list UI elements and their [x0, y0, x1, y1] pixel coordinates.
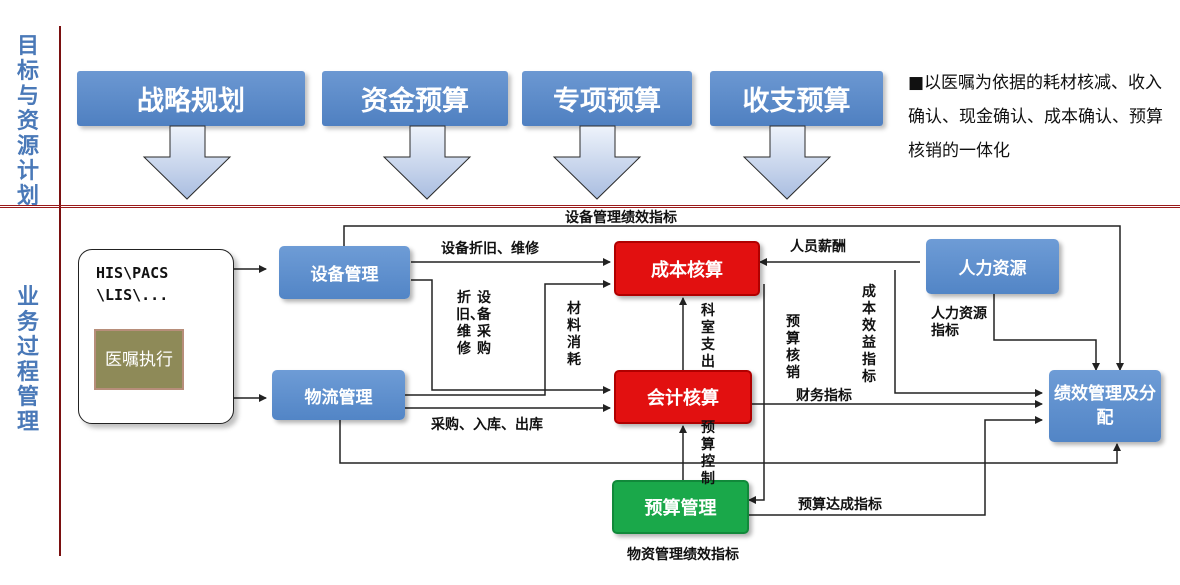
label-material-consumption: 材料消耗 [567, 301, 581, 368]
down-arrow-icon [382, 125, 472, 200]
plan-strategy[interactable]: 战略规划 [77, 71, 305, 126]
label-budget-achieve: 预算达成指标 [798, 497, 882, 513]
horizontal-divider [0, 205, 1180, 208]
label-cost-benefit: 成本效益指标 [862, 284, 876, 385]
cost-accounting-box[interactable]: 成本核算 [614, 241, 760, 296]
label-equipment-purchase: 设备采购 [477, 290, 491, 357]
down-arrow-icon [742, 125, 832, 200]
label-dept-expense: 科室支出 [701, 303, 715, 370]
budget-management-box[interactable]: 预算管理 [612, 480, 749, 534]
label-material-perf: 物资管理绩效指标 [627, 547, 739, 563]
section-label-planning: 目标与资源计划 [16, 34, 39, 209]
his-system-label: HIS\PACS \LIS\... [96, 264, 169, 304]
label-depreciation: 设备折旧、维修 [441, 241, 539, 257]
label-budget-verify: 预算核销 [786, 314, 800, 381]
label-equipment-perf: 设备管理绩效指标 [565, 210, 677, 226]
logistics-management-box[interactable]: 物流管理 [272, 370, 405, 420]
down-arrow-icon [552, 125, 642, 200]
vertical-divider [59, 26, 61, 556]
equipment-management-box[interactable]: 设备管理 [279, 246, 410, 299]
performance-management-box[interactable]: 绩效管理及分配 [1049, 370, 1161, 442]
description-text: ■以医嘱为依据的耗材核减、收入确认、现金确认、成本确认、预算核销的一体化 [908, 73, 1163, 161]
label-budget-control: 预算控制 [701, 420, 715, 487]
financial-accounting-box[interactable]: 会计核算 [614, 370, 752, 424]
human-resources-box[interactable]: 人力资源 [926, 239, 1059, 294]
plan-special-budget[interactable]: 专项预算 [522, 71, 692, 126]
label-finance-index: 财务指标 [796, 388, 852, 404]
label-salary: 人员薪酬 [790, 239, 846, 255]
order-execution-box[interactable]: 医嘱执行 [94, 329, 184, 390]
plan-fund-budget[interactable]: 资金预算 [322, 71, 508, 126]
label-depreciation-repair: 折旧、维修 [456, 290, 484, 357]
plan-revenue-budget[interactable]: 收支预算 [710, 71, 883, 126]
label-hr-index: 人力资源指标 [931, 306, 987, 339]
down-arrow-icon [142, 125, 232, 200]
label-purchase: 采购、入库、出库 [431, 417, 543, 433]
section-label-process: 业务过程管理 [16, 285, 39, 435]
